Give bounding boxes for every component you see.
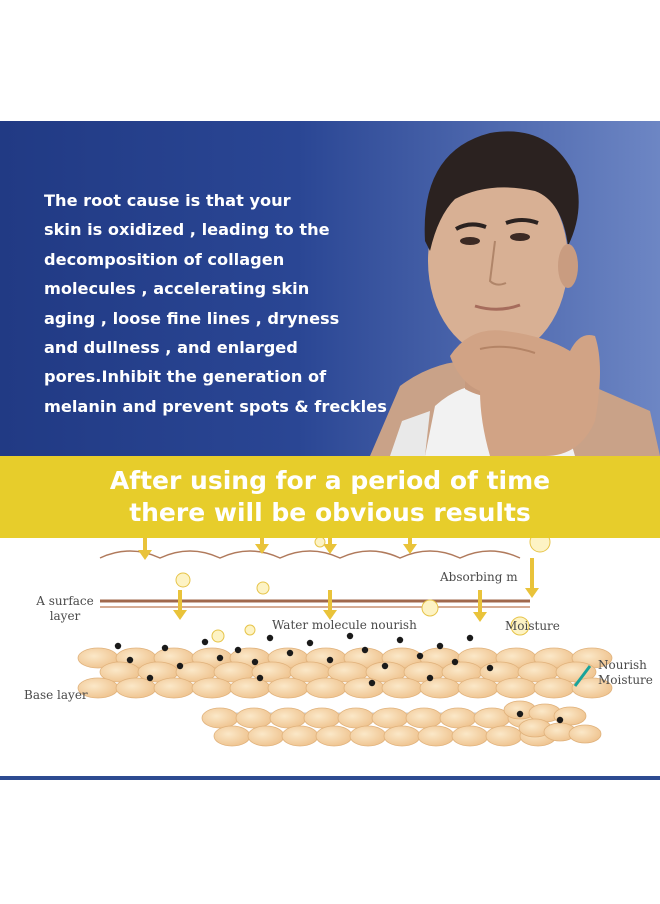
skin-cell [451, 725, 489, 747]
label-base-layer: Base layer [24, 688, 88, 702]
down-arrow-head [525, 588, 539, 598]
melanin-dot [516, 710, 524, 718]
melanin-dot [368, 679, 376, 687]
hero-section: The root cause is that your skin is oxid… [0, 121, 660, 456]
melanin-dot [114, 642, 122, 650]
down-arrow-head [173, 610, 187, 620]
hero-description: The root cause is that your skin is oxid… [44, 191, 387, 416]
label-absorbing: Absorbing m [440, 570, 518, 584]
skin-cell [305, 677, 347, 699]
skin-cell [281, 725, 319, 747]
melanin-dot [201, 638, 209, 646]
melanin-dot [451, 658, 459, 666]
melanin-dot [346, 632, 354, 640]
label-nourish-moisture: Nourish Moisture [598, 658, 653, 687]
skin-cell [153, 677, 195, 699]
melanin-dot [326, 656, 334, 664]
skin-cell [371, 707, 409, 729]
moisture-bubbles [175, 538, 551, 643]
melanin-dot [381, 662, 389, 670]
melanin-dot [361, 646, 369, 654]
skin-layer-diagram: A surface layer Base layer Water molecul… [0, 538, 660, 776]
skin-cell [315, 725, 353, 747]
melanin-dot [426, 674, 434, 682]
male-model-image [370, 131, 660, 456]
skin-cell [201, 707, 239, 729]
melanin-dot [436, 642, 444, 650]
skin-cell [495, 677, 537, 699]
down-arrow-head [473, 612, 487, 622]
down-arrow-head [323, 544, 337, 554]
down-arrow-head [323, 610, 337, 620]
melanin-dot [176, 662, 184, 670]
results-banner: After using for a period of time there w… [0, 456, 660, 538]
moisture-bubble [510, 616, 530, 636]
skin-cell [267, 677, 309, 699]
down-arrow-head [403, 544, 417, 554]
skin-cell [349, 725, 387, 747]
skin-cell [191, 677, 233, 699]
skin-cell [303, 707, 341, 729]
skin-cell [439, 707, 477, 729]
melanin-dot [126, 656, 134, 664]
skin-cell [571, 677, 613, 699]
down-arrow-head [138, 550, 152, 560]
melanin-dot [146, 674, 154, 682]
skin-cell [533, 677, 575, 699]
skin-cell [229, 677, 271, 699]
skin-cell [405, 707, 443, 729]
nourish-arrow [573, 665, 592, 687]
bottom-divider [0, 776, 660, 780]
melanin-dot [306, 639, 314, 647]
banner-line-2: there will be obvious results [129, 498, 531, 527]
moisture-bubble [175, 572, 191, 588]
skin-cell [337, 707, 375, 729]
skin-cell [568, 724, 602, 744]
moisture-bubble [314, 538, 326, 548]
melanin-dot [396, 636, 404, 644]
down-arrow-head [255, 544, 269, 554]
melanin-dot [161, 644, 169, 652]
skin-cell [383, 725, 421, 747]
skin-cell [269, 707, 307, 729]
skin-cell [457, 677, 499, 699]
melanin-particles [114, 632, 564, 724]
melanin-dot [466, 634, 474, 642]
moisture-bubble [244, 624, 256, 636]
melanin-dot [234, 646, 242, 654]
skin-cell [417, 725, 455, 747]
moisture-bubble [529, 538, 551, 553]
moisture-bubble [256, 581, 270, 595]
melanin-dot [486, 664, 494, 672]
skin-cell [235, 707, 273, 729]
skin-cell [381, 677, 423, 699]
melanin-dot [251, 658, 259, 666]
skin-cell [343, 677, 385, 699]
moisture-bubble [211, 629, 225, 643]
banner-line-1: After using for a period of time [109, 466, 551, 495]
melanin-dot [556, 716, 564, 724]
nourish-arrows [138, 538, 539, 622]
skin-cell [485, 725, 523, 747]
melanin-dot [266, 634, 274, 642]
label-water-molecule: Water molecule nourish [272, 618, 417, 632]
moisture-bubble [421, 599, 439, 617]
melanin-dot [216, 654, 224, 662]
skin-cell [247, 725, 285, 747]
label-surface-layer: A surface layer [36, 594, 94, 623]
skin-cell [419, 677, 461, 699]
melanin-dot [286, 649, 294, 657]
skin-layer-illustration [77, 538, 613, 747]
skin-cell [213, 725, 251, 747]
melanin-dot [256, 674, 264, 682]
label-moisture: Moisture [505, 619, 560, 633]
skin-cells [77, 647, 613, 747]
melanin-dot [416, 652, 424, 660]
